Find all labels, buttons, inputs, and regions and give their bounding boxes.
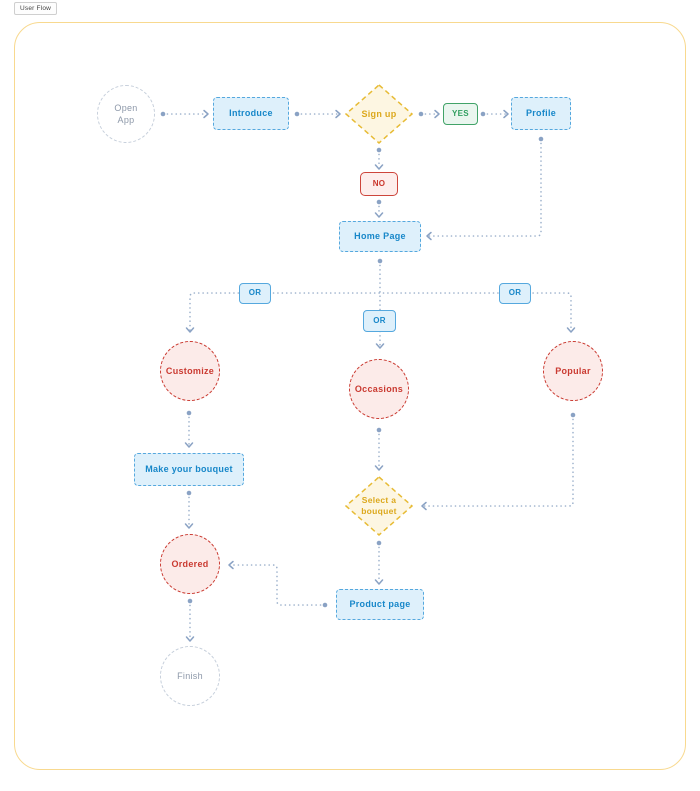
edge-productpage-ordered (230, 564, 326, 606)
node-label: Customize (165, 365, 215, 376)
node-finish: Finish (160, 646, 220, 706)
node-make-your-bouquet: Make your bouquet (134, 453, 244, 486)
node-open-app: Open App (97, 85, 155, 143)
node-ordered: Ordered (160, 534, 220, 594)
edge-popular-selectbouquet (423, 414, 574, 507)
node-label: Product page (349, 599, 411, 610)
node-home-page: Home Page (339, 221, 421, 252)
node-label-line1: Select a (361, 494, 397, 505)
diamond-shape (345, 84, 413, 144)
edge-or-branch (189, 292, 572, 331)
node-label-line2: bouquet (361, 506, 397, 516)
node-label: Select a bouquet (361, 495, 397, 518)
node-profile: Profile (511, 97, 571, 130)
edge-label-no: NO (360, 172, 398, 196)
node-introduce: Introduce (213, 97, 289, 130)
node-label: Introduce (229, 108, 273, 119)
node-sign-up: Sign up (345, 84, 413, 144)
edge-arrowheads (184, 109, 576, 642)
node-label: Sign up (361, 108, 397, 119)
node-occasions: Occasions (349, 359, 409, 419)
node-label: Occasions (354, 383, 404, 394)
node-label: Finish (177, 670, 203, 681)
node-label: YES (452, 108, 469, 118)
node-popular: Popular (543, 341, 603, 401)
edge-label-yes: YES (443, 103, 478, 125)
node-label: Open App (114, 102, 138, 125)
edge-label-or-right: OR (499, 283, 531, 304)
document-tag: User Flow (14, 2, 58, 15)
node-select-a-bouquet: Select a bouquet (345, 476, 413, 536)
node-customize: Customize (160, 341, 220, 401)
diamond-shape (345, 476, 413, 536)
node-label: OR (373, 315, 386, 325)
edge-start-dots (160, 111, 576, 608)
node-label: Popular (555, 365, 591, 376)
node-label: Make your bouquet (145, 464, 233, 475)
node-label: Home Page (354, 231, 406, 242)
node-label: Ordered (171, 558, 209, 569)
node-label: NO (372, 178, 386, 188)
edge-profile-homepage (428, 138, 542, 237)
node-label: Profile (525, 108, 557, 119)
node-product-page: Product page (336, 589, 424, 620)
edge-label-or-center: OR (363, 310, 396, 332)
node-label: OR (248, 288, 262, 298)
edge-label-or-left: OR (239, 283, 271, 304)
node-label: OR (508, 288, 522, 298)
diagram-frame (14, 22, 686, 770)
